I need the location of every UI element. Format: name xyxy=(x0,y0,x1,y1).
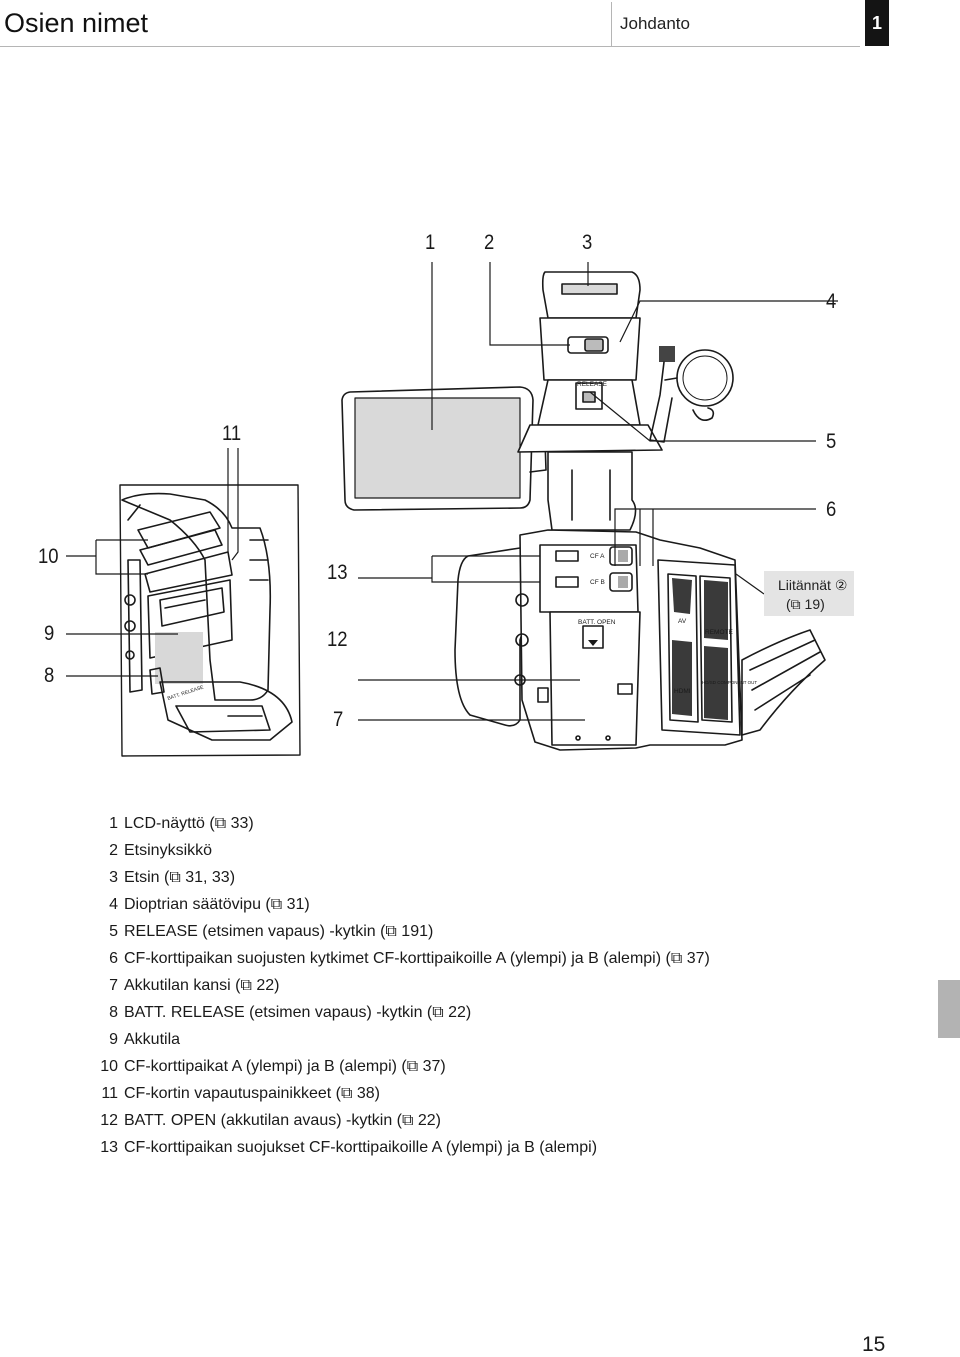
callout-8: 8 xyxy=(44,664,55,687)
av-device-label: AV xyxy=(678,618,687,625)
list-item-number: 13 xyxy=(100,1138,118,1156)
list-item-text: Akkutilan kansi (⧉ 22) xyxy=(124,976,280,994)
list-item-number: 4 xyxy=(109,895,118,913)
list-item-number: 11 xyxy=(101,1084,118,1102)
callout-13: 13 xyxy=(327,561,348,584)
batt-release-device-label: BATT. RELEASE xyxy=(167,684,205,702)
list-item-text: Dioptrian säätövipu (⧉ 31) xyxy=(124,895,310,913)
list-item-text: BATT. RELEASE (etsimen vapaus) -kytkin (… xyxy=(124,1003,472,1021)
list-item-number: 6 xyxy=(109,949,118,967)
list-item: 13 CF-korttipaikan suojukset CF-korttipai… xyxy=(88,1134,928,1161)
list-item: 7 Akkutilan kansi (⧉ 22) xyxy=(88,972,928,999)
chapter-badge: 1 xyxy=(865,0,889,46)
list-item-number: 3 xyxy=(109,868,118,886)
list-item-text: LCD-näyttö (⧉ 33) xyxy=(124,814,254,832)
list-item: 11 CF-kortin vapautuspainikkeet (⧉ 38) xyxy=(88,1080,928,1107)
list-item-number: 12 xyxy=(100,1111,118,1129)
list-item-text: CF-korttipaikan suojusten kytkimet CF-ko… xyxy=(124,949,710,967)
list-item-number: 10 xyxy=(100,1057,118,1075)
list-item: 4 Dioptrian säätövipu (⧉ 31) xyxy=(88,891,928,918)
remote-device-label: REMOTE xyxy=(705,629,733,636)
list-item-number: 9 xyxy=(109,1030,118,1048)
list-item-text: Etsin (⧉ 31, 33) xyxy=(124,868,236,886)
list-item: 12 BATT. OPEN (akkutilan avaus) -kytkin (… xyxy=(88,1107,928,1134)
list-item-number: 5 xyxy=(109,922,118,940)
hdmi-device-label: HDMI xyxy=(674,688,691,695)
connectors-page-ref: (⧉ 19) xyxy=(786,596,825,612)
callout-10: 10 xyxy=(38,545,59,568)
callout-11: 11 xyxy=(222,422,242,445)
callout-1: 1 xyxy=(425,231,436,254)
callout-7: 7 xyxy=(333,708,344,731)
list-item-text: Etsinyksikkö xyxy=(124,841,213,859)
list-item-text: BATT. OPEN (akkutilan avaus) -kytkin (⧉ … xyxy=(124,1111,441,1129)
list-item-text: RELEASE (etsimen vapaus) -kytkin (⧉ 191) xyxy=(124,922,434,940)
callout-12: 12 xyxy=(327,628,348,651)
cfa-device-label: CF A xyxy=(590,553,605,560)
list-item: 6 CF-korttipaikan suojusten kytkimet CF-k… xyxy=(88,945,928,972)
camera-body xyxy=(454,529,826,751)
parts-list: 1 LCD-näyttö (⧉ 33) 2 Etsinyksikkö 3 Etsin … xyxy=(88,810,928,1161)
battery-inset xyxy=(119,484,301,757)
callout-5: 5 xyxy=(826,430,837,453)
batt-open-device-label: BATT. OPEN xyxy=(578,619,616,626)
list-item-number: 1 xyxy=(109,814,118,832)
viewfinder xyxy=(517,271,663,531)
camera-diagram: RELEASE CF A CF B BATT. OPEN AV REMOTE H… xyxy=(66,262,838,757)
list-item-number: 7 xyxy=(109,976,118,994)
list-item-text: Akkutila xyxy=(124,1030,181,1048)
connectors-reference-box xyxy=(764,571,854,616)
callout-9: 9 xyxy=(44,622,55,645)
list-item: 1 LCD-näyttö (⧉ 33) xyxy=(88,810,928,837)
callout-4: 4 xyxy=(826,290,837,313)
release-device-label: RELEASE xyxy=(577,381,608,388)
list-item-text: CF-kortin vapautuspainikkeet (⧉ 38) xyxy=(124,1084,380,1102)
cfb-device-label: CF B xyxy=(590,579,605,586)
page-title: Osien nimet xyxy=(4,8,149,38)
list-item: 9 Akkutila xyxy=(88,1026,928,1053)
lcd-screen xyxy=(341,386,547,511)
list-item-number: 8 xyxy=(109,1003,118,1021)
mic-holder xyxy=(649,346,734,443)
callout-6: 6 xyxy=(826,498,837,521)
connectors-label: Liitännät ② xyxy=(778,577,848,593)
list-item: 5 RELEASE (etsimen vapaus) -kytkin (⧉ 191… xyxy=(88,918,928,945)
side-thumb-tab xyxy=(938,980,960,1038)
callout-3: 3 xyxy=(582,231,593,254)
list-item-text: CF-korttipaikat A (ylempi) ja B (alempi)… xyxy=(124,1057,446,1075)
header-divider xyxy=(611,2,612,46)
list-item-text: CF-korttipaikan suojukset CF-korttipaiko… xyxy=(124,1138,598,1156)
page-number: 15 xyxy=(862,1333,886,1356)
list-item: 3 Etsin (⧉ 31, 33) xyxy=(88,864,928,891)
list-item: 8 BATT. RELEASE (etsimen vapaus) -kytkin … xyxy=(88,999,928,1026)
section-name: Johdanto xyxy=(620,14,690,33)
list-item-number: 2 xyxy=(109,841,118,859)
hdsd-device-label: HD/SD COMPONENT OUT xyxy=(702,680,757,685)
callout-2: 2 xyxy=(484,231,495,254)
header-rule xyxy=(0,46,860,47)
list-item: 10 CF-korttipaikat A (ylempi) ja B (alemp… xyxy=(88,1053,928,1080)
list-item: 2 Etsinyksikkö xyxy=(88,837,928,864)
